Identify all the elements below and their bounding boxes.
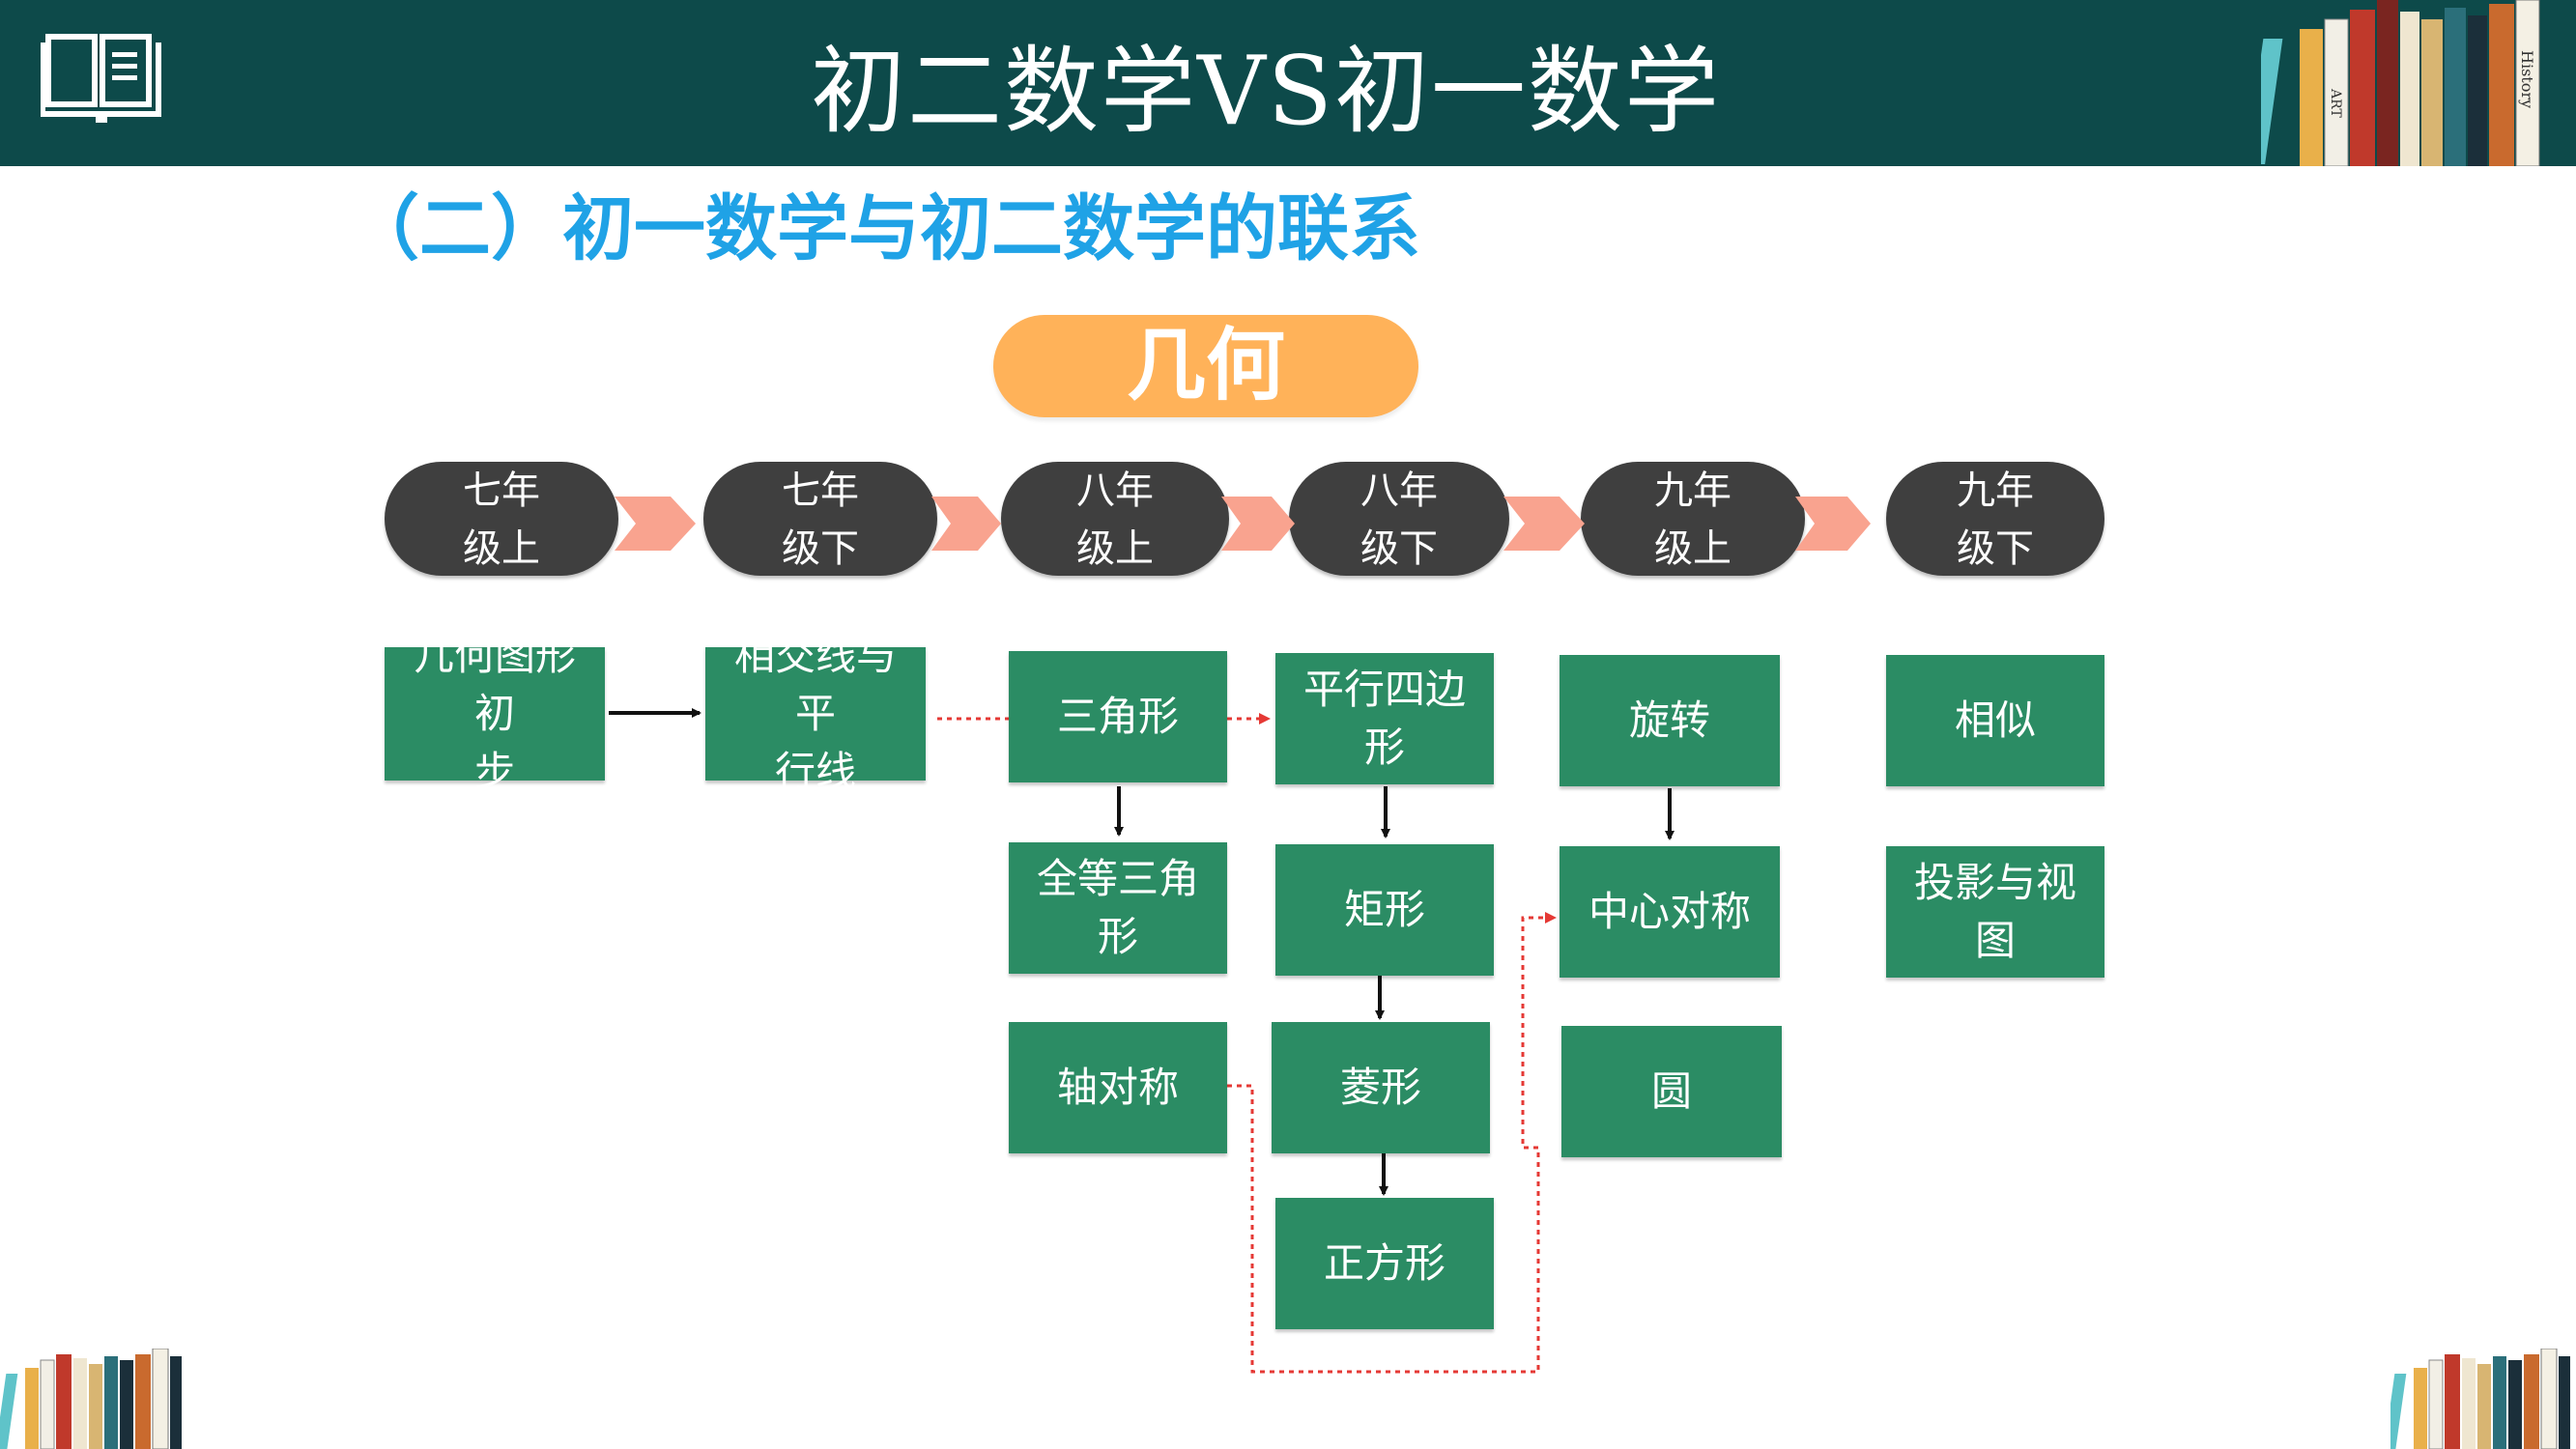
box-axial-symmetry: 轴对称: [1009, 1022, 1227, 1153]
box-similarity: 相似: [1886, 655, 2104, 786]
stage-line2: 级上: [1654, 526, 1732, 571]
stage-line1: 七年: [463, 469, 540, 513]
box-square: 正方形: [1275, 1198, 1494, 1329]
box-circle: 圆: [1561, 1026, 1782, 1157]
stage-grade7-first-term: 七年 级上: [385, 462, 618, 576]
box-intersecting-parallel-lines: 相交线与平 行线: [705, 632, 926, 795]
stage-line2: 级上: [1076, 526, 1154, 571]
box-triangle: 三角形: [1009, 651, 1227, 782]
box-rotation: 旋转: [1560, 655, 1780, 786]
stage-grade8-first-term: 八年 级上: [1001, 462, 1229, 576]
page-title: 初二数学VS初一数学: [811, 37, 1721, 147]
stage-grade9-first-term: 九年 级上: [1581, 462, 1805, 576]
bookshelf-decoration-top-right: ART History: [2261, 0, 2540, 166]
stage-line1: 八年: [1076, 469, 1154, 513]
bookshelf-decoration-bottom-right: [2390, 1349, 2570, 1449]
box-line2: 行线: [774, 748, 856, 795]
stage-grade9-second-term: 九年 级下: [1886, 462, 2104, 576]
chevron-right-icon: [931, 497, 1001, 551]
spine-label-art: ART: [2328, 88, 2343, 118]
bookshelf-decoration-bottom-left: [0, 1349, 182, 1449]
box-line2: 步: [473, 748, 515, 795]
spine-label-history: History: [2518, 50, 2536, 108]
stage-line1: 七年: [782, 469, 859, 513]
box-geometry-intro: 几何图形初 步: [385, 632, 605, 795]
topic-pill-geometry: 几何: [993, 315, 1418, 417]
stage-line2: 级下: [1957, 526, 2034, 571]
box-line1: 相交线与平: [733, 632, 897, 737]
stage-grade8-second-term: 八年 级下: [1289, 462, 1509, 576]
stage-line2: 级上: [463, 526, 540, 571]
stage-line1: 八年: [1360, 469, 1438, 513]
chevron-right-icon: [1795, 497, 1871, 551]
chevron-right-icon: [615, 497, 696, 551]
chevron-right-icon: [1503, 497, 1585, 551]
dotted-axial-to-central: [1227, 912, 1557, 1374]
box-rectangle: 矩形: [1275, 844, 1494, 976]
stage-grade7-second-term: 七年 级下: [703, 462, 937, 576]
header-bar: 初二数学VS初一数学: [0, 0, 2576, 166]
section-subtitle: （二）初一数学与初二数学的联系: [348, 187, 1420, 270]
open-book-icon: [41, 34, 161, 123]
box-central-symmetry: 中心对称: [1560, 846, 1780, 978]
box-rhombus: 菱形: [1272, 1022, 1490, 1153]
chevron-right-icon: [1221, 497, 1295, 551]
box-projection-views: 投影与视图: [1886, 846, 2104, 978]
stage-line1: 九年: [1957, 469, 2034, 513]
stage-line1: 九年: [1654, 469, 1732, 513]
box-congruent-triangles: 全等三角形: [1009, 842, 1227, 974]
box-line1: 几何图形初: [413, 632, 576, 737]
box-parallelogram: 平行四边形: [1275, 653, 1494, 784]
stage-line2: 级下: [1360, 526, 1438, 571]
stage-line2: 级下: [782, 526, 859, 571]
